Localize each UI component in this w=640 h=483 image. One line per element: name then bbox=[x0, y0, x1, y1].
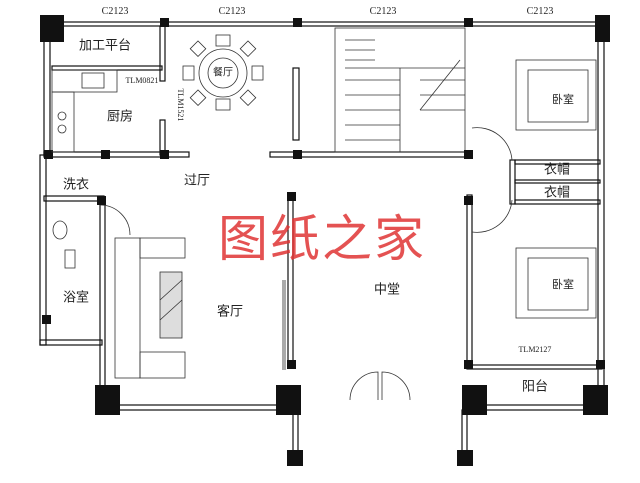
dining-table bbox=[182, 34, 264, 111]
room-label: 餐厅 bbox=[213, 66, 233, 79]
watermark: 图纸之家 bbox=[218, 210, 426, 268]
window-label: C2123 bbox=[102, 6, 129, 17]
room-label: 洗衣 bbox=[63, 177, 89, 193]
door-label: TLM2127 bbox=[519, 345, 552, 354]
room-label: 过厅 bbox=[184, 174, 210, 189]
room-label: 卧室 bbox=[552, 92, 574, 106]
beds bbox=[515, 59, 597, 319]
room-label: 浴室 bbox=[63, 290, 89, 306]
sofa-set bbox=[114, 237, 186, 379]
room-label: 衣帽 bbox=[544, 162, 570, 178]
room-label: 卧室 bbox=[552, 277, 574, 291]
tv-cabinet bbox=[282, 280, 286, 370]
columns bbox=[40, 15, 610, 466]
room-label: 厨房 bbox=[107, 109, 133, 125]
room-label: 衣帽 bbox=[544, 185, 570, 201]
room-label: 阳台 bbox=[522, 380, 548, 395]
window-label: C2123 bbox=[527, 6, 554, 17]
window-label: C2123 bbox=[219, 6, 246, 17]
stair-treads bbox=[345, 39, 465, 141]
room-label: 客厅 bbox=[217, 304, 243, 320]
door-label: TLM1521 bbox=[176, 89, 185, 122]
kitchen-counter bbox=[51, 69, 118, 153]
door-label: TLM0821 bbox=[126, 76, 159, 85]
room-label: 中堂 bbox=[374, 283, 400, 298]
toilet bbox=[52, 220, 76, 269]
window-label: C2123 bbox=[370, 6, 397, 17]
room-label: 加工平台 bbox=[79, 39, 131, 54]
